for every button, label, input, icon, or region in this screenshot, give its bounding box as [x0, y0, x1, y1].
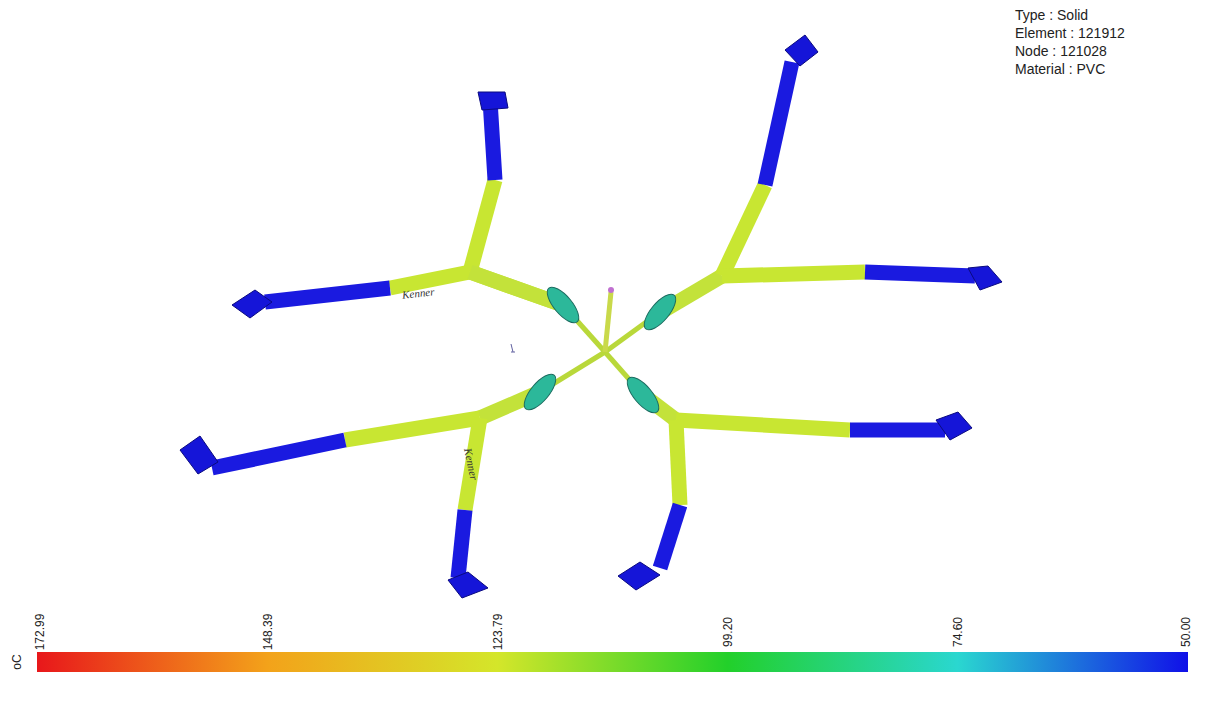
scale-value: 99.20 [721, 617, 735, 647]
logo-text: Kenner [401, 285, 434, 300]
info-text: Node : 121028 [1015, 42, 1107, 60]
scale-value: 123.79 [491, 614, 505, 651]
unit-label: oC [10, 654, 24, 669]
scale-value: 74.60 [951, 617, 965, 647]
info-text: Material : PVC [1015, 60, 1105, 78]
info-text: Element : 121912 [1015, 24, 1125, 42]
scale-value: 50.00 [1179, 617, 1193, 647]
info-text: Type : Solid [1015, 6, 1088, 24]
scale-value: 148.39 [261, 614, 275, 651]
scale-value: 172.99 [33, 614, 47, 651]
